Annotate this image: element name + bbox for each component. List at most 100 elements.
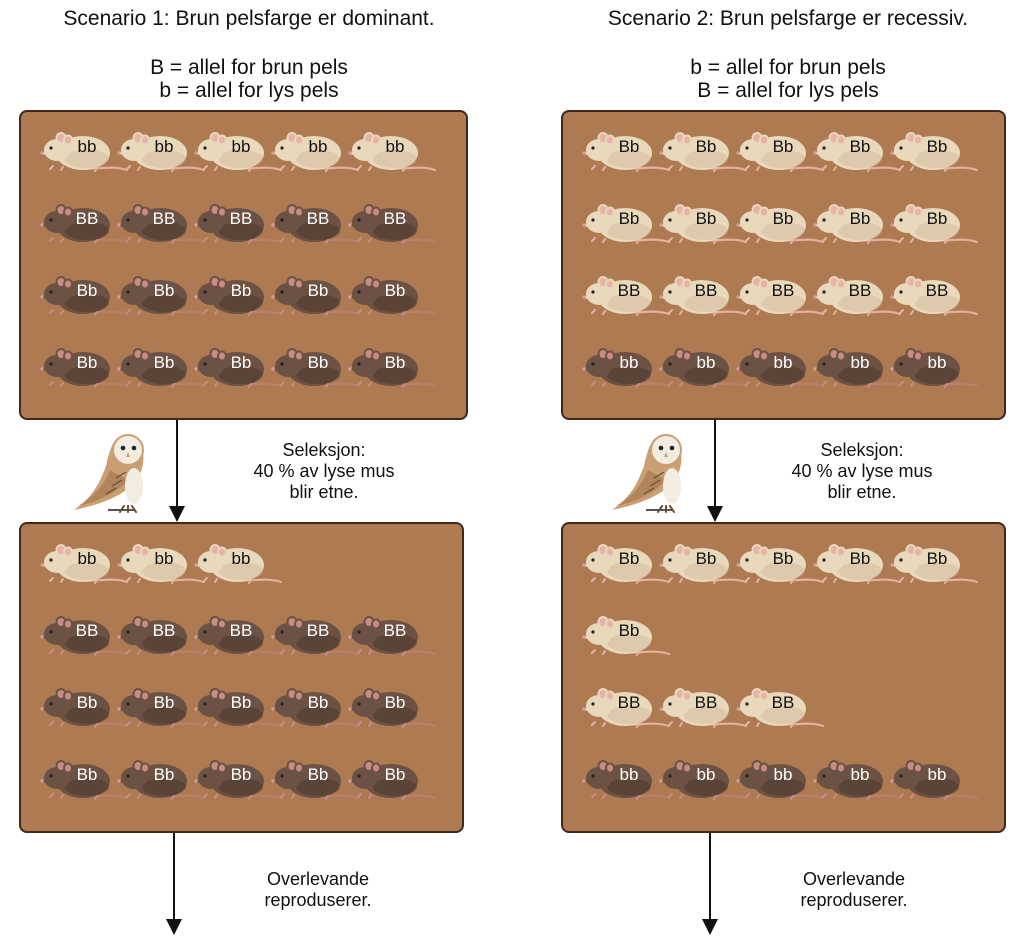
scenario1-after-mouse-icon	[194, 616, 283, 656]
scenario2-after-mouse-light: Bb	[735, 538, 825, 588]
scenario1-legend: B = allel for brun pels b = allel for ly…	[14, 56, 484, 102]
scenario1-after-mouse-dark: Bb	[39, 682, 129, 732]
scenario1-before-mouse-dark: BB	[347, 198, 437, 248]
scenario2-before-mouse-icon	[813, 276, 902, 316]
scenario1-selection-line3: blir etne.	[289, 482, 359, 502]
scenario1-before-mouse-dark: Bb	[39, 342, 129, 392]
scenario1-before-mouse-icon	[117, 132, 206, 172]
scenario1-before-mouse-dark: Bb	[39, 270, 129, 320]
scenario2-after-mouse-dark: bb	[812, 754, 902, 804]
scenario1-after-mouse-dark: BB	[193, 610, 283, 660]
scenario1-before-mouse-light: bb	[39, 126, 129, 176]
scenario1-arrow-down-1	[169, 420, 185, 522]
scenario1-before-mouse-icon	[117, 276, 206, 316]
scenario1-owl-icon	[64, 426, 154, 521]
scenario1-after-genotype-label: BB	[75, 621, 99, 640]
scenario1-after-mouse-dark: Bb	[270, 682, 360, 732]
scenario1-before-mouse-dark: Bb	[270, 270, 360, 320]
scenario1-after-mouse-dark: Bb	[39, 754, 129, 804]
scenario2-before-genotype-label: BB	[694, 281, 718, 300]
scenario2-after-mouse-icon	[659, 544, 748, 584]
scenario2-after-mouse-light: BB	[735, 682, 825, 732]
scenario1-after-mouse-dark: Bb	[347, 682, 437, 732]
scenario2-before-genotype-label: BB	[771, 281, 795, 300]
scenario2-before-genotype-label: Bb	[695, 137, 717, 156]
scenario1-outcome-line2: reproduserer.	[264, 890, 372, 910]
scenario2-before-genotype-label: bb	[850, 353, 870, 372]
scenario2-before-mouse-icon	[813, 204, 902, 244]
scenario1-after-mouse-dark: Bb	[270, 754, 360, 804]
scenario1-after-mouse-icon	[271, 760, 360, 800]
scenario1-after-genotype-label: Bb	[153, 693, 175, 712]
scenario1-after-genotype-label: Bb	[307, 765, 329, 784]
scenario2-before-mouse-icon	[659, 204, 748, 244]
scenario2-before-genotype-label: BB	[617, 281, 641, 300]
owl-drawing	[74, 434, 144, 513]
scenario2-before-mouse-light: Bb	[735, 126, 825, 176]
scenario1-before-genotype-label: Bb	[307, 281, 329, 300]
scenario2-after-mouse-dark: bb	[581, 754, 671, 804]
scenario2-before-genotype-label: bb	[696, 353, 716, 372]
scenario1-before-genotype-label: BB	[229, 209, 253, 228]
scenario2-before-mouse-light: Bb	[812, 198, 902, 248]
scenario2-before-mouse-icon	[659, 276, 748, 316]
scenario1-after-genotype-label: Bb	[230, 693, 252, 712]
scenario1-after-mouse-icon	[40, 688, 129, 728]
scenario1-before-genotype-label: bb	[385, 137, 405, 156]
scenario2-before-genotype-label: Bb	[849, 137, 871, 156]
scenario2-before-genotype-label: Bb	[926, 209, 948, 228]
scenario2-before-mouse-light: Bb	[889, 126, 979, 176]
scenario2-after-mouse-light: BB	[658, 682, 748, 732]
scenario2-after-mouse-icon	[582, 688, 671, 728]
scenario1-after-genotype-label: Bb	[384, 693, 406, 712]
scenario1-before-mouse-dark: BB	[270, 198, 360, 248]
scenario2-before-mouse-dark: bb	[658, 342, 748, 392]
scenario2-after-mouse-light: BB	[581, 682, 671, 732]
scenario2-legend: b = allel for brun pels B = allel for ly…	[553, 56, 1023, 102]
scenario2-after-genotype-label: bb	[850, 765, 870, 784]
scenario2-before-mouse-icon	[813, 132, 902, 172]
scenario1-before-mouse-icon	[194, 276, 283, 316]
scenario1-after-mouse-icon	[348, 616, 437, 656]
scenario1-title: Scenario 1: Brun pelsfarge er dominant.	[63, 7, 435, 30]
scenario2-before-mouse-icon	[582, 276, 671, 316]
scenario2-after-mouse-icon	[813, 544, 902, 584]
scenario1-before-genotype-label: Bb	[230, 281, 252, 300]
scenario2-selection-line2: 40 % av lyse mus	[791, 461, 933, 481]
scenario1-after-mouse-dark: Bb	[347, 754, 437, 804]
scenario2-outcome-line2: reproduserer.	[800, 890, 908, 910]
scenario1-before-genotype-label: bb	[231, 137, 251, 156]
scenario1-before-mouse-icon	[194, 132, 283, 172]
scenario1-before-mouse-icon	[271, 204, 360, 244]
scenario1-before-mouse-icon	[348, 132, 437, 172]
scenario1-after-mouse-light: bb	[193, 538, 283, 588]
scenario1-before-mouse-icon	[348, 276, 437, 316]
scenario2-after-mouse-icon	[736, 760, 825, 800]
scenario2-after-mouse-light: Bb	[581, 538, 671, 588]
scenario2-before-mouse-icon	[813, 348, 902, 388]
scenario1-after-genotype-label: Bb	[307, 693, 329, 712]
scenario1-after-mouse-dark: Bb	[193, 754, 283, 804]
scenario1-before-mouse-light: bb	[193, 126, 283, 176]
scenario2-before-mouse-icon	[890, 204, 979, 244]
scenario2-before-mouse-dark: bb	[889, 342, 979, 392]
scenario2-before-mouse-icon	[659, 348, 748, 388]
scenario2-after-genotype-label: Bb	[772, 549, 794, 568]
scenario2-arrow-down-1	[707, 420, 723, 522]
scenario1-after-mouse-icon	[117, 616, 206, 656]
scenario1-before-mouse-dark: Bb	[116, 270, 206, 320]
scenario1-before-genotype-label: Bb	[76, 353, 98, 372]
scenario1-after-mouse-dark: BB	[270, 610, 360, 660]
scenario2-after-genotype-label: bb	[773, 765, 793, 784]
scenario1-before-mouse-icon	[194, 204, 283, 244]
scenario2-after-mouse-icon	[813, 760, 902, 800]
scenario1-before-genotype-label: Bb	[384, 353, 406, 372]
scenario1-selection-line1: Seleksjon:	[282, 440, 366, 460]
scenario2-after-mouse-light: Bb	[581, 610, 671, 660]
scenario1-before-mouse-icon	[271, 348, 360, 388]
scenario1-after-mouse-dark: Bb	[116, 754, 206, 804]
scenario1-after-mouse-icon	[271, 616, 360, 656]
scenario1-after-mouse-icon	[194, 688, 283, 728]
scenario1-after-mouse-icon	[348, 760, 437, 800]
